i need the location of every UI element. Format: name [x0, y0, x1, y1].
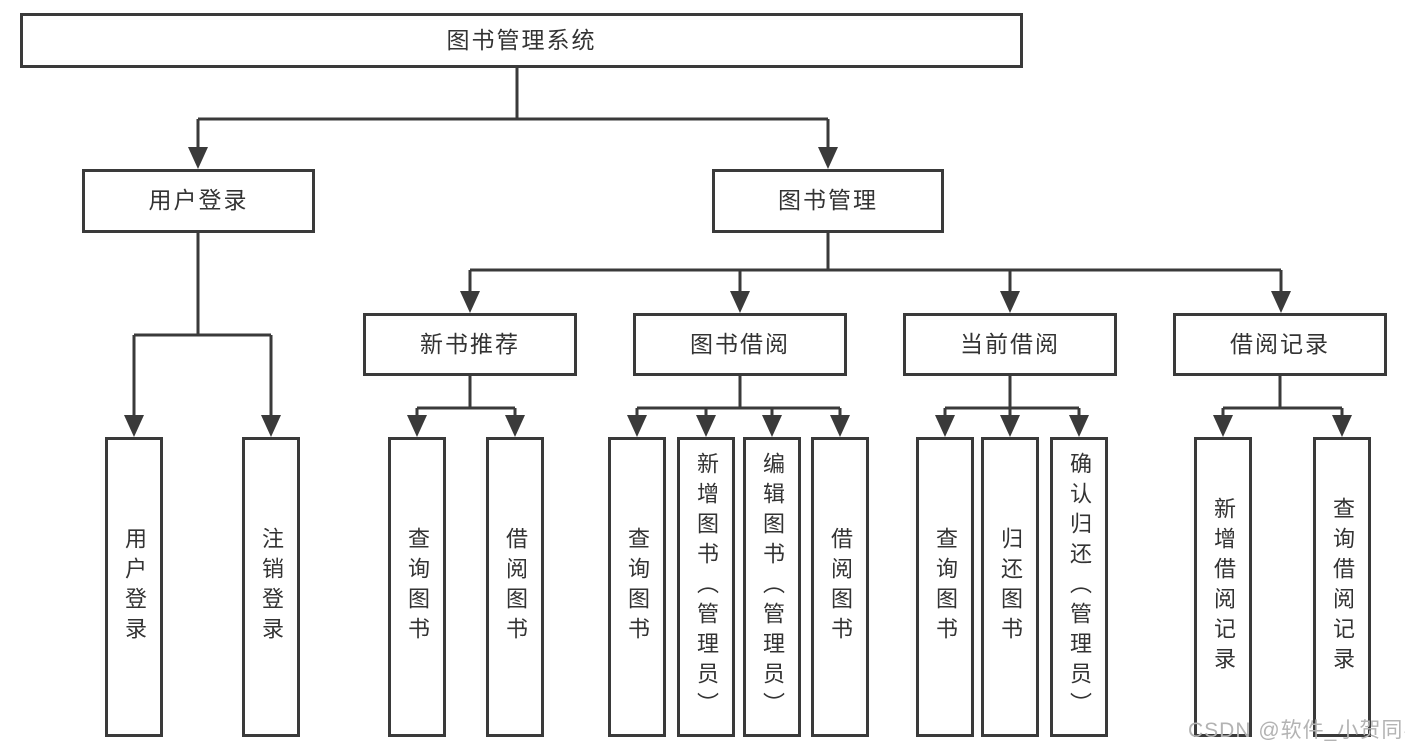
connector-new-book — [415, 376, 517, 417]
node-leaf-edit-books-admin: 编辑图书（管理员） — [743, 437, 801, 737]
node-leaf-add-borrow-record: 新增借阅记录 — [1194, 437, 1252, 737]
node-leaf-confirm-return-admin: 确认归还（管理员） — [1050, 437, 1108, 737]
node-new-book-recommendation: 新书推荐 — [363, 313, 577, 376]
watermark: CSDN @软件_小贺同学 — [1188, 719, 1405, 742]
connector-current-borrow — [943, 376, 1081, 417]
node-leaf-borrow-books-1: 借阅图书 — [486, 437, 544, 737]
connector-book-management — [468, 233, 1283, 293]
node-book-borrowing: 图书借阅 — [633, 313, 847, 376]
node-leaf-query-books-2: 查询图书 — [608, 437, 666, 737]
node-leaf-query-books-3: 查询图书 — [916, 437, 974, 737]
node-leaf-query-borrow-record: 查询借阅记录 — [1313, 437, 1371, 737]
connector-borrow-records — [1221, 376, 1344, 417]
node-leaf-user-login: 用户登录 — [105, 437, 163, 737]
node-root-system: 图书管理系统 — [20, 13, 1023, 68]
node-leaf-add-books-admin: 新增图书（管理员） — [677, 437, 735, 737]
node-borrowing-records: 借阅记录 — [1173, 313, 1387, 376]
node-leaf-return-books: 归还图书 — [981, 437, 1039, 737]
node-current-borrowing: 当前借阅 — [903, 313, 1117, 376]
node-leaf-query-books-1: 查询图书 — [388, 437, 446, 737]
node-user-login: 用户登录 — [82, 169, 315, 233]
connector-root — [196, 68, 830, 149]
connector-user-login — [132, 233, 273, 417]
connector-book-borrow — [635, 376, 842, 417]
node-leaf-logout: 注销登录 — [242, 437, 300, 737]
node-book-management: 图书管理 — [712, 169, 944, 233]
node-leaf-borrow-books-2: 借阅图书 — [811, 437, 869, 737]
